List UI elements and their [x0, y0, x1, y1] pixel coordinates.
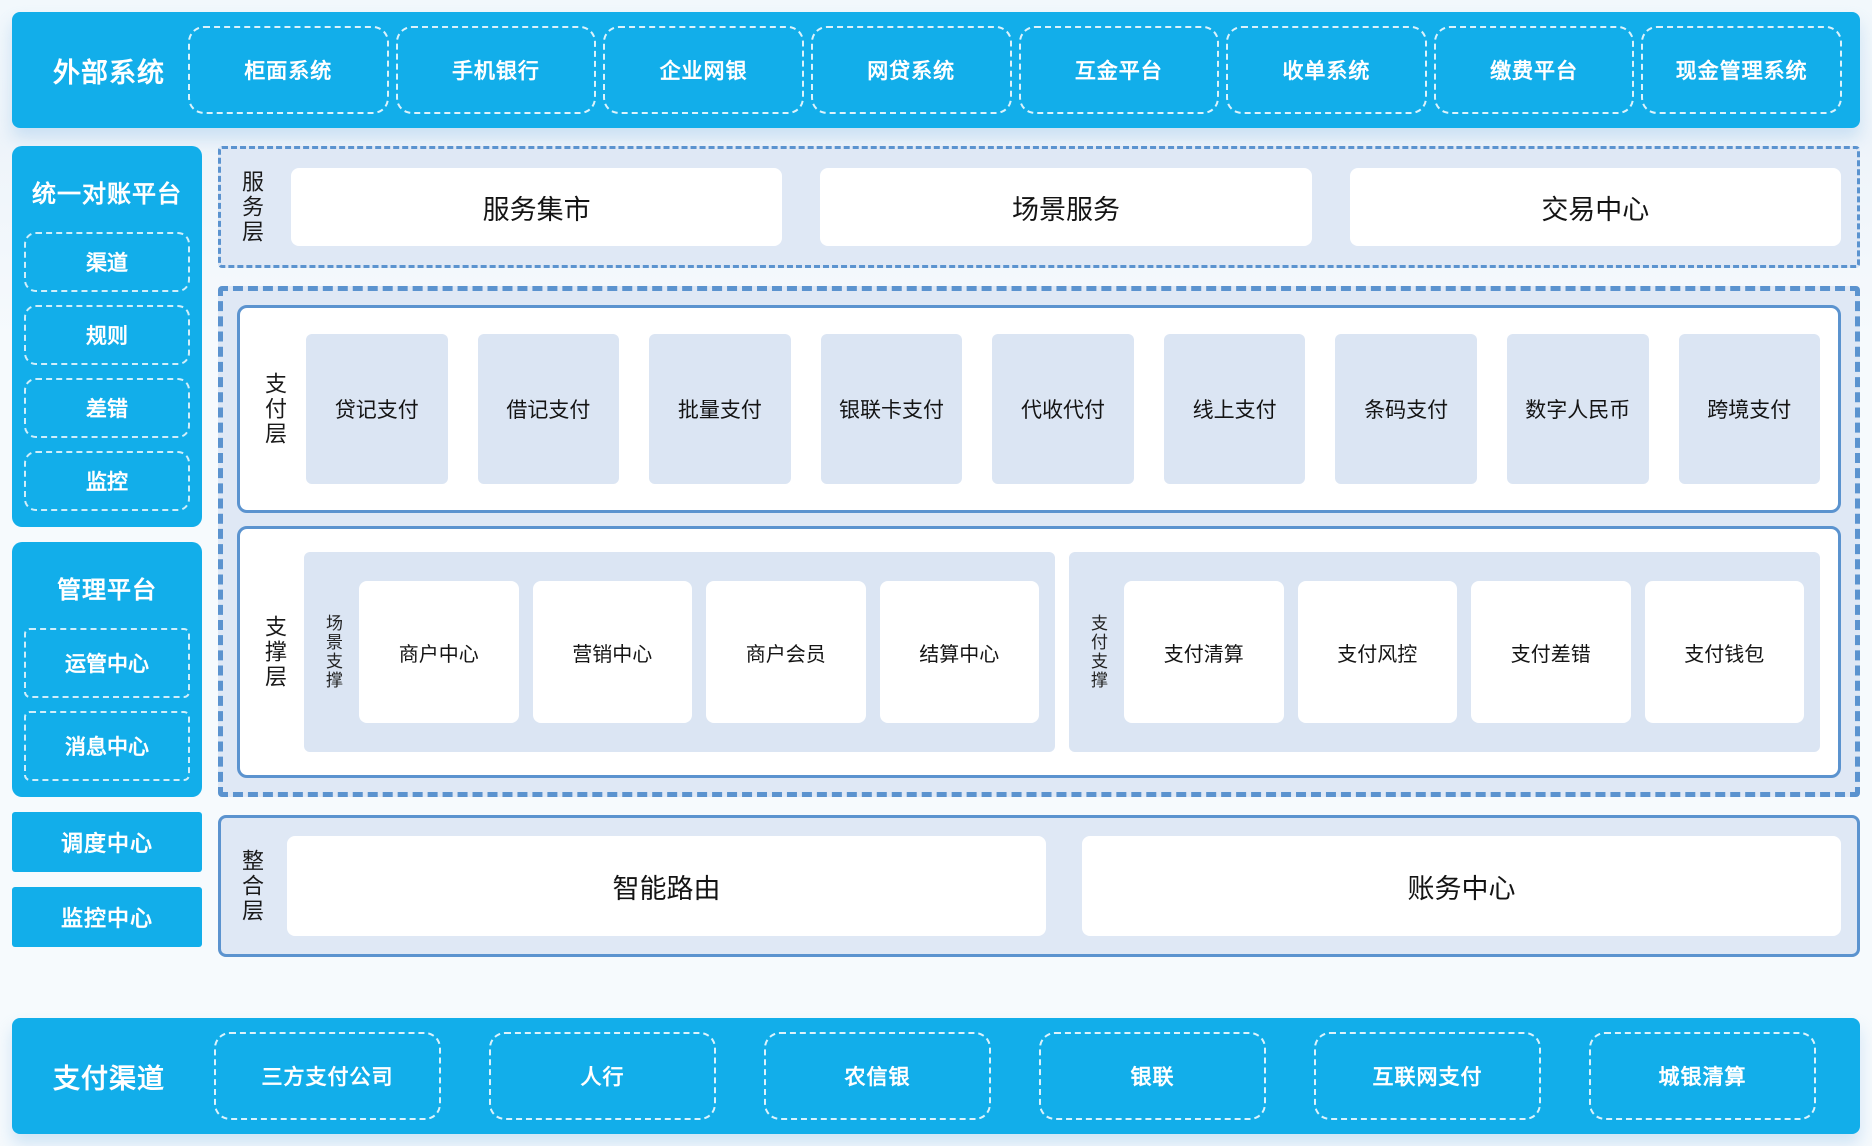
payment-channels-banner: 支付渠道 三方支付公司 人行 农信银 银联 互联网支付 城银清算: [12, 1018, 1860, 1134]
service-box: 服务集市: [291, 168, 783, 246]
payment-channels-title: 支付渠道: [53, 1063, 165, 1094]
mgmt-platform-title: 管理平台: [57, 577, 157, 604]
support-tile: 营销中心: [532, 581, 692, 723]
mgmt-item: 消息中心: [24, 711, 190, 781]
external-system-item: 缴费平台: [1433, 26, 1635, 114]
service-layer: 服务层 服务集市 场景服务 交易中心: [218, 146, 1860, 268]
recon-item: 渠道: [24, 232, 190, 292]
recon-platform-title: 统一对账平台: [32, 181, 182, 208]
scene-support-label: 场景支撑: [323, 614, 342, 690]
external-systems-banner: 外部系统 柜面系统 手机银行 企业网银 网贷系统 互金平台 收单系统 缴费平台 …: [12, 12, 1860, 128]
payment-tile: 线上支付: [1163, 334, 1306, 484]
support-tile: 支付清算: [1124, 581, 1284, 723]
service-box: 交易中心: [1349, 168, 1841, 246]
monitor-center-block: 监控中心: [12, 887, 202, 947]
external-systems-title: 外部系统: [53, 57, 165, 88]
payment-tile: 贷记支付: [306, 334, 448, 484]
payment-support-label: 支付支撑: [1088, 614, 1107, 690]
payment-layer: 支付层 贷记支付 借记支付 批量支付 银联卡支付 代收代付 线上支付 条码支付 …: [237, 305, 1841, 513]
integration-box: 账务中心: [1082, 836, 1841, 936]
scene-support-group: 场景支撑 商户中心 营销中心 商户会员 结算中心: [304, 552, 1055, 752]
payment-tile: 借记支付: [477, 334, 620, 484]
payment-tile: 条码支付: [1335, 334, 1477, 484]
support-layer: 支撑层 场景支撑 商户中心 营销中心 商户会员 结算中心 支付支撑 支付清算 支…: [237, 526, 1841, 778]
support-tile: 商户中心: [359, 581, 519, 723]
external-system-item: 收单系统: [1226, 26, 1427, 114]
external-system-item: 企业网银: [603, 26, 804, 114]
mgmt-item: 运管中心: [24, 628, 190, 698]
support-tile: 支付钱包: [1644, 581, 1804, 723]
payment-channel-item: 互联网支付: [1314, 1032, 1541, 1120]
payment-tile: 数字人民币: [1506, 334, 1649, 484]
left-column: 统一对账平台 渠道 规则 差错 监控 管理平台 运管中心 消息中心 调度中心 监…: [12, 146, 202, 998]
support-tile: 支付风控: [1297, 581, 1457, 723]
recon-item: 监控: [24, 451, 190, 511]
dispatch-center-block: 调度中心: [12, 812, 202, 872]
payment-channels-items: 三方支付公司 人行 农信银 银联 互联网支付 城银清算: [188, 1032, 1842, 1120]
content-column: 服务层 服务集市 场景服务 交易中心 支付层 贷记支付 借记支付 批量支付 银联…: [218, 146, 1860, 998]
external-system-item: 互金平台: [1018, 26, 1220, 114]
external-system-item: 现金管理系统: [1641, 26, 1842, 114]
support-layer-label: 支撑层: [262, 614, 287, 690]
service-layer-label: 服务层: [239, 169, 264, 245]
service-box: 场景服务: [820, 168, 1312, 246]
payment-tile: 银联卡支付: [820, 334, 963, 484]
payment-channel-item: 城银清算: [1589, 1032, 1816, 1120]
integration-layer-label: 整合层: [239, 848, 264, 924]
external-system-item: 手机银行: [395, 26, 597, 114]
recon-item: 差错: [24, 378, 190, 438]
main-area: 统一对账平台 渠道 规则 差错 监控 管理平台 运管中心 消息中心 调度中心 监…: [12, 128, 1860, 1018]
integration-layer: 整合层 智能路由 账务中心: [218, 815, 1860, 957]
recon-item: 规则: [24, 305, 190, 365]
payment-tile: 代收代付: [992, 334, 1134, 484]
payment-channel-item: 农信银: [764, 1032, 991, 1120]
payment-layer-label: 支付层: [262, 371, 287, 447]
payment-channel-item: 人行: [489, 1032, 716, 1120]
payment-tile: 跨境支付: [1678, 334, 1821, 484]
payment-channel-item: 三方支付公司: [214, 1032, 441, 1120]
payment-support-group: 支付支撑 支付清算 支付风控 支付差错 支付钱包: [1069, 552, 1820, 752]
support-tile: 结算中心: [879, 581, 1039, 723]
external-system-item: 网贷系统: [810, 26, 1012, 114]
payment-channel-item: 银联: [1039, 1032, 1266, 1120]
mgmt-platform-panel: 管理平台 运管中心 消息中心: [12, 542, 202, 797]
support-tile: 商户会员: [706, 581, 866, 723]
external-system-item: 柜面系统: [188, 26, 389, 114]
payment-tile: 批量支付: [649, 334, 791, 484]
external-systems-items: 柜面系统 手机银行 企业网银 网贷系统 互金平台 收单系统 缴费平台 现金管理系…: [188, 26, 1842, 114]
support-tile: 支付差错: [1471, 581, 1631, 723]
recon-platform-panel: 统一对账平台 渠道 规则 差错 监控: [12, 146, 202, 527]
payment-support-container: 支付层 贷记支付 借记支付 批量支付 银联卡支付 代收代付 线上支付 条码支付 …: [218, 286, 1860, 797]
integration-box: 智能路由: [287, 836, 1046, 936]
